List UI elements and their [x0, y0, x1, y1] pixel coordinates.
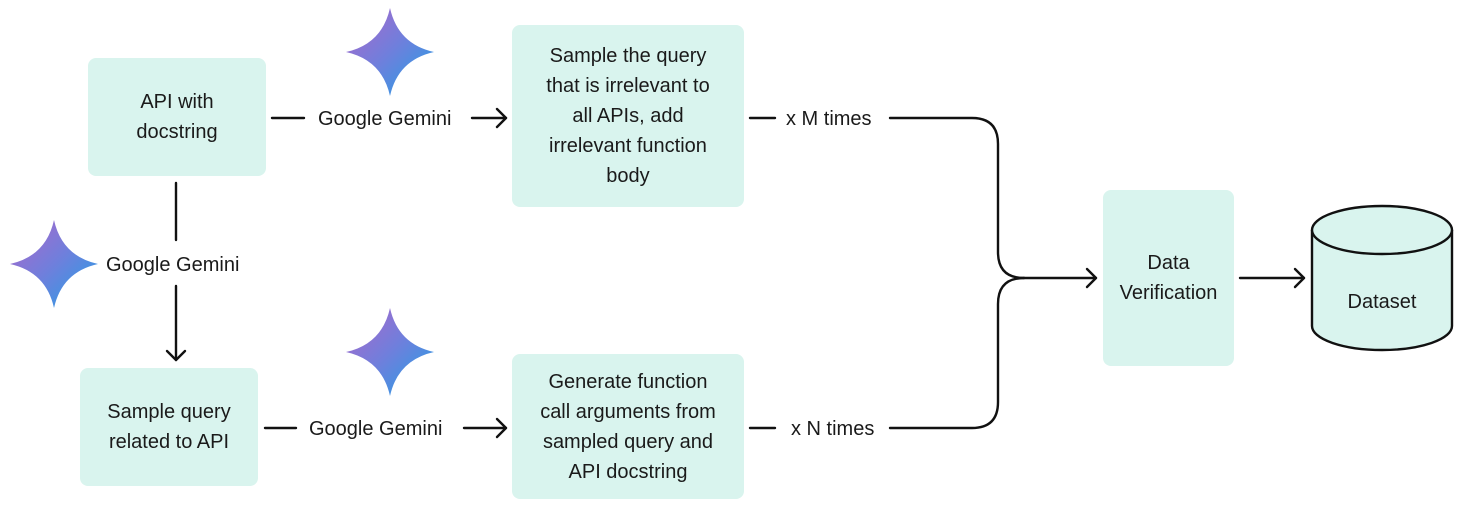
- gemini-star-icon: [346, 308, 434, 396]
- arrowhead: [1293, 267, 1306, 289]
- edge-label-gemini-top: Google Gemini: [318, 108, 452, 130]
- node-generate-arguments: Generate function call arguments from sa…: [512, 354, 744, 499]
- edge-label-gemini-left: Google Gemini: [106, 254, 240, 276]
- node-label: Generate function call arguments from sa…: [540, 370, 716, 483]
- arrowhead: [165, 349, 187, 362]
- gemini-star-icon: [346, 8, 434, 96]
- arrowhead: [495, 107, 508, 129]
- edge-label-m-times: x M times: [786, 108, 872, 130]
- gemini-star-icon: [10, 220, 98, 308]
- edge-label-gemini-bottom: Google Gemini: [309, 418, 443, 440]
- edge-label-n-times: x N times: [791, 418, 875, 440]
- node-label: API with docstring: [136, 91, 218, 143]
- node-data-verification: Data Verification: [1103, 190, 1234, 366]
- edge-merge-top: [888, 116, 1026, 280]
- arrowhead: [495, 417, 508, 439]
- edge-merge-bottom: [888, 276, 1026, 430]
- dataset-label: Dataset: [1347, 291, 1417, 313]
- node-label: Sample the query that is irrelevant to a…: [546, 45, 710, 187]
- arrowhead: [1085, 267, 1098, 289]
- node-sample-related-query: Sample query related to API: [80, 368, 258, 486]
- node-sample-irrelevant-query: Sample the query that is irrelevant to a…: [512, 25, 744, 207]
- node-api-docstring: API with docstring: [88, 58, 266, 176]
- database-cylinder-icon: [1310, 204, 1454, 352]
- node-label: Data Verification: [1119, 252, 1218, 304]
- node-label: Sample query related to API: [107, 401, 231, 453]
